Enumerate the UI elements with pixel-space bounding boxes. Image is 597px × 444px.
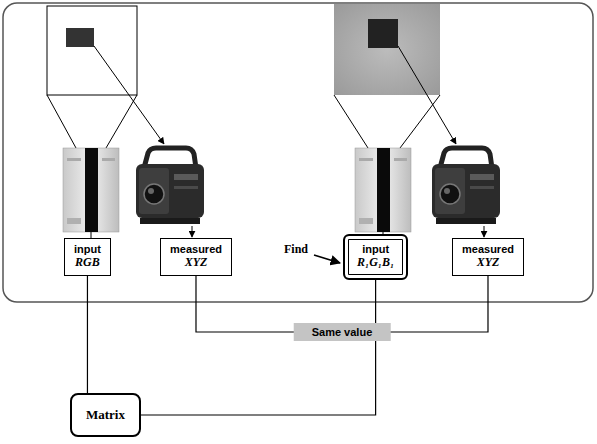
box-heading: measured <box>462 243 514 255</box>
input-box: inputRGB <box>64 238 111 276</box>
projection-line <box>334 95 368 148</box>
box-heading: input <box>357 243 394 255</box>
camera-arrow <box>484 226 485 237</box>
edge-label: Same value <box>294 323 391 341</box>
find-arrow <box>314 255 340 263</box>
panel-border <box>3 3 593 302</box>
patch <box>66 28 94 47</box>
measure-arrow <box>398 46 456 144</box>
box-symbol: RGB <box>74 255 101 270</box>
find-label: Find <box>284 242 308 257</box>
target-input-box: inputR₁G₁B₁ <box>343 234 408 280</box>
measured-box: measuredXYZ <box>160 238 232 276</box>
camera <box>136 148 204 224</box>
box-heading: Matrix <box>86 407 125 423</box>
matrix-box: Matrix <box>70 393 141 437</box>
projection-line <box>106 95 137 148</box>
projection-line <box>47 95 76 148</box>
measure-arrow <box>94 46 164 144</box>
projector <box>355 148 411 232</box>
patch <box>368 19 398 48</box>
box-symbol: XYZ <box>462 255 514 270</box>
box-symbol: XYZ <box>170 255 222 270</box>
connector <box>87 276 88 393</box>
box-symbol: R₁G₁B₁ <box>357 255 394 270</box>
projection-line <box>400 95 440 148</box>
box-heading: input <box>74 243 101 255</box>
projector <box>63 148 119 232</box>
connector <box>141 280 376 415</box>
measured-box: measuredXYZ <box>452 238 524 276</box>
camera <box>432 148 500 224</box>
camera-arrow <box>192 226 193 237</box>
screen <box>47 6 137 95</box>
box-heading: measured <box>170 243 222 255</box>
gray-screen <box>334 4 440 95</box>
